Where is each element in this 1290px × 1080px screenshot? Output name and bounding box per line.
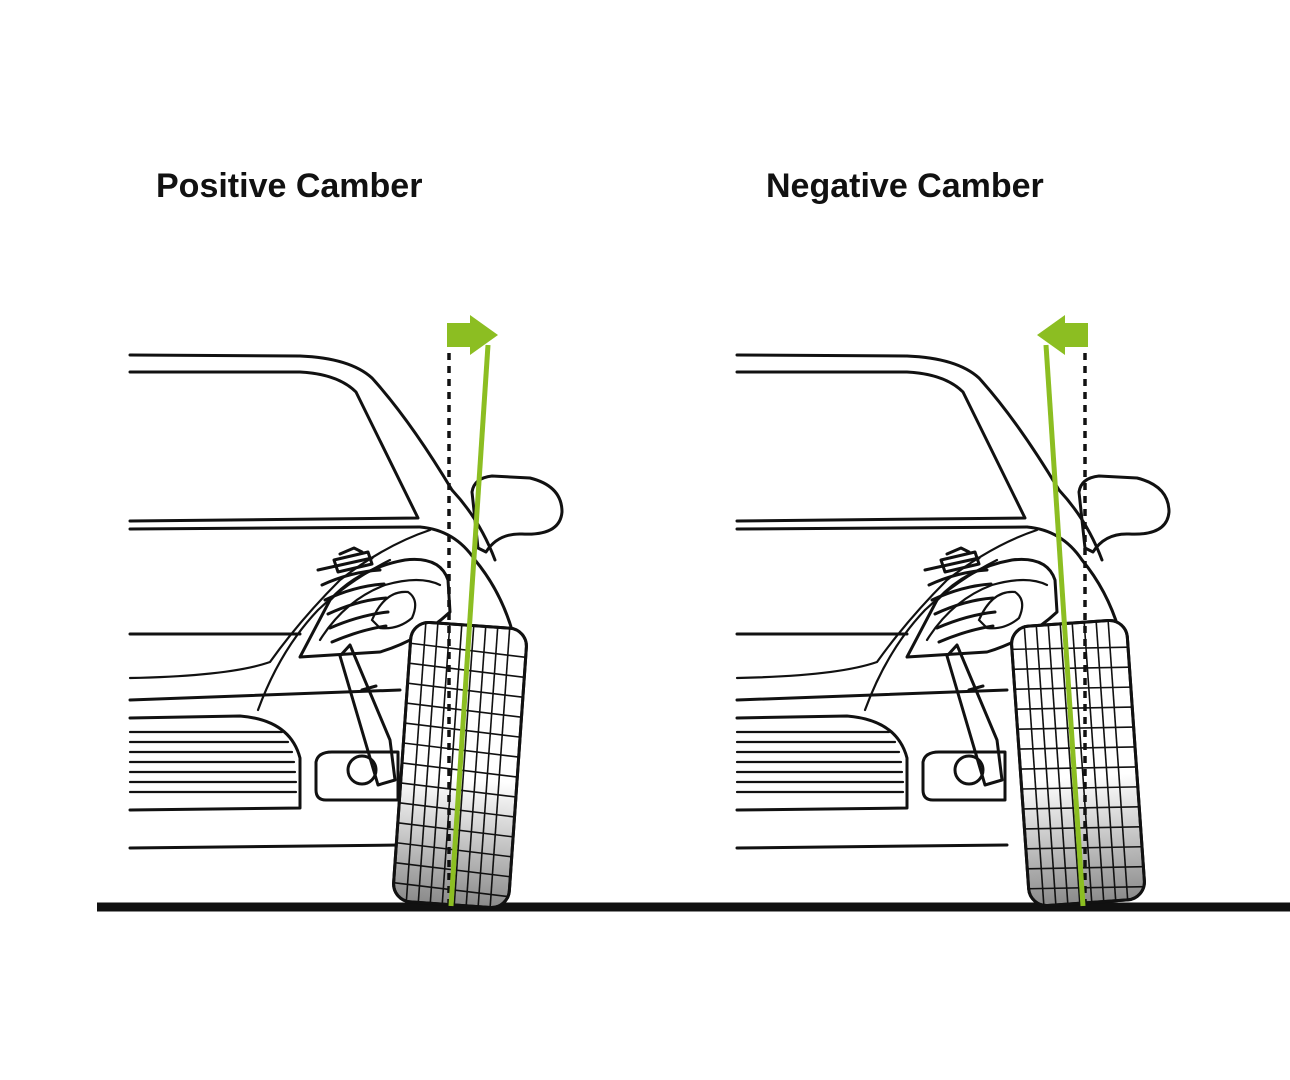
- camber-axis-right: [1043, 344, 1086, 907]
- arrow-left-icon: [1037, 315, 1088, 355]
- negative-camber-title: Negative Camber: [766, 167, 1044, 205]
- arrow-right-icon: [447, 315, 498, 355]
- camber-axis-left: [448, 344, 491, 907]
- positive-camber-panel: [128, 315, 564, 909]
- positive-camber-title: Positive Camber: [156, 167, 423, 205]
